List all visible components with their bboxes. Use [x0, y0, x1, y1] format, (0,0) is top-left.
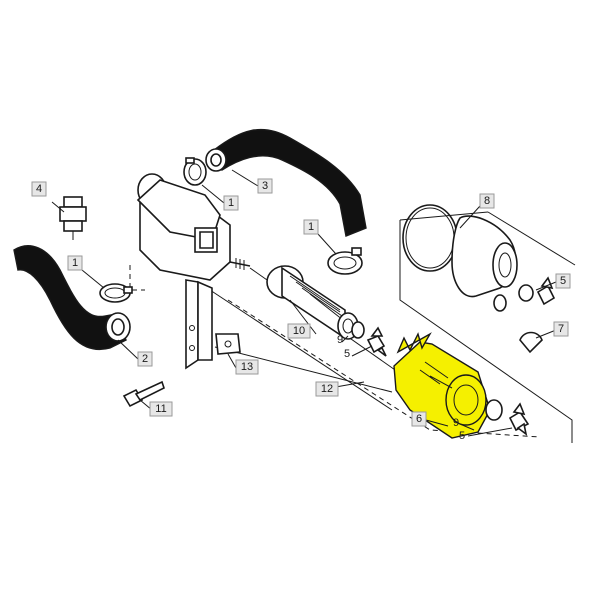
callout-text: 4: [36, 183, 42, 195]
hose-clamp-left: [99, 283, 133, 303]
wing-nut-left: [366, 326, 387, 357]
hose-clamp-right: [327, 247, 363, 275]
callout-text: 9: [453, 417, 459, 429]
callout-5-top: 5: [555, 273, 571, 289]
callout-9-lower: 9: [453, 417, 459, 429]
primary-filter-element: [266, 265, 365, 340]
callout-text: 10: [293, 325, 305, 337]
hose-clamp-top: [183, 157, 207, 186]
callout-1-left: 1: [67, 255, 83, 271]
leader-lines: [51, 169, 557, 437]
callout-text: 12: [321, 383, 333, 395]
bolt: [122, 380, 165, 408]
callout-5-middle: 5: [344, 348, 350, 360]
highlighted-filter-element: [393, 332, 503, 439]
callout-text: 1: [228, 197, 234, 209]
callout-text: 5: [459, 430, 465, 442]
wing-nut-right-top: [518, 276, 556, 306]
callout-11: 11: [149, 401, 173, 417]
callout-text: 1: [308, 221, 314, 233]
callout-2: 2: [137, 351, 153, 367]
callout-1-top: 1: [223, 195, 239, 211]
cleaner-cover: [402, 204, 518, 312]
callout-10: 10: [287, 323, 311, 339]
vacuum-indicator-fitting: [59, 196, 87, 240]
callout-text: 7: [558, 323, 564, 335]
callout-text: 8: [484, 195, 490, 207]
callout-4: 4: [31, 181, 47, 197]
callout-text: 5: [344, 348, 350, 360]
callout-text: 11: [155, 403, 166, 415]
wing-nut-bottom: [508, 402, 530, 436]
callout-text: 1: [72, 257, 78, 269]
nut-plate: [215, 333, 241, 355]
dust-unloader-valve: [519, 331, 543, 354]
callout-6: 6: [411, 411, 427, 427]
callout-13: 13: [235, 359, 259, 375]
upper-hose: [205, 128, 367, 237]
callout-text: 3: [262, 180, 268, 192]
callout-text: 5: [560, 275, 566, 287]
callout-5-bottom: 5: [459, 430, 465, 442]
callout-text: 13: [241, 361, 253, 373]
callout-3: 3: [257, 178, 273, 194]
lower-hose: [13, 245, 131, 351]
callout-1-right: 1: [303, 219, 319, 235]
air-cleaner-housing: [136, 173, 251, 370]
callout-9-upper: 9: [337, 334, 343, 346]
callout-text: 2: [142, 353, 148, 365]
callout-text: 6: [416, 413, 422, 425]
callout-7: 7: [553, 321, 569, 337]
callout-8: 8: [479, 193, 495, 209]
callout-text: 9: [337, 334, 343, 346]
callout-12: 12: [315, 381, 339, 397]
